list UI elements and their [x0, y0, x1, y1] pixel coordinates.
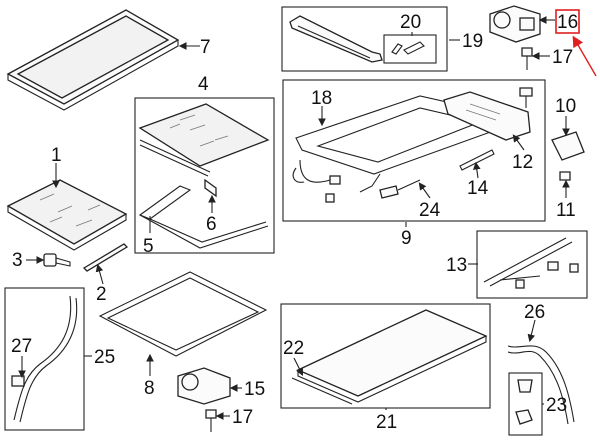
callout-7: 7 [200, 37, 211, 58]
callout-14: 14 [467, 178, 489, 199]
callout-3: 3 [12, 250, 23, 271]
callout-13: 13 [446, 255, 467, 276]
box-25-drain [4, 287, 92, 431]
callout-16: 16 [557, 12, 578, 33]
callout-9: 9 [401, 228, 412, 249]
callout-12: 12 [512, 152, 533, 173]
callout-24: 24 [419, 200, 441, 221]
callout-17-bottom: 17 [232, 407, 253, 428]
part-10-bracket [551, 116, 585, 161]
callout-8: 8 [144, 378, 155, 399]
part-8-seal [98, 271, 268, 376]
callout-19: 19 [462, 31, 483, 52]
part-16-motor [489, 5, 555, 43]
part-2-strip [82, 243, 129, 285]
callout-5: 5 [143, 236, 154, 257]
part-17-screw-bottom [205, 409, 230, 432]
part-3-bolt [26, 253, 71, 267]
callout-2: 2 [96, 284, 107, 305]
part-7-glass-frame [6, 9, 200, 111]
callout-23: 23 [546, 395, 567, 416]
callout-25: 25 [94, 347, 115, 368]
box-4-glass-kit [134, 97, 275, 254]
box-9-frame [282, 79, 546, 227]
part-26-drain [507, 319, 575, 425]
callout-17-top: 17 [552, 47, 573, 68]
callout-27: 27 [11, 336, 32, 357]
callout-10: 10 [555, 96, 576, 117]
callout-1: 1 [51, 145, 62, 166]
box-21-shade [280, 303, 491, 410]
box-23-screws [508, 372, 544, 436]
part-15-motor [177, 367, 242, 405]
part-17-screw-top [521, 47, 550, 70]
highlight-pointer [572, 35, 597, 77]
part-11-screw [559, 171, 571, 198]
callout-6: 6 [206, 214, 217, 235]
callout-16-highlight [555, 9, 580, 34]
part-1-glass-panel [6, 163, 128, 251]
callout-18: 18 [311, 88, 332, 109]
box-13-cables [468, 230, 588, 299]
callout-21: 21 [376, 412, 397, 433]
box-19-deflector [281, 6, 460, 72]
callout-26: 26 [524, 302, 545, 323]
callout-15: 15 [244, 379, 265, 400]
callout-22: 22 [283, 338, 304, 359]
callout-4: 4 [198, 74, 209, 95]
callout-11: 11 [556, 200, 576, 221]
callout-20: 20 [400, 12, 421, 33]
